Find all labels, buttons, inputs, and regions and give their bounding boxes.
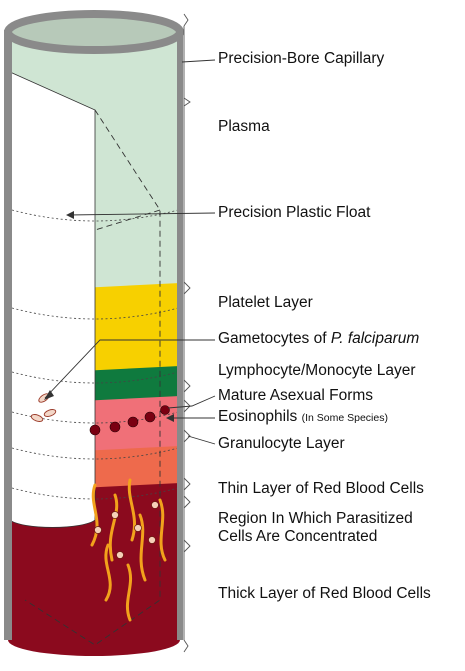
gametocytes <box>30 393 57 422</box>
label-region-line2: Cells Are Concentrated <box>218 528 378 545</box>
eosinophils-text: Eosinophils <box>218 408 298 425</box>
arrowhead-float <box>66 211 74 219</box>
red-cell-layer <box>8 482 180 656</box>
parasitized-cell <box>134 524 142 532</box>
label-granulocyte: Granulocyte Layer <box>218 435 345 452</box>
eosinophil-dot <box>127 416 139 428</box>
gametocytes-prefix: Gametocytes of <box>218 330 331 347</box>
leader-gametocytes <box>44 339 215 399</box>
eosinophil-dot <box>144 411 156 423</box>
label-region-line1: Region In Which Parasitized <box>218 510 413 527</box>
leader-asexual <box>167 395 216 409</box>
label-lymphocyte: Lymphocyte/Monocyte Layer <box>218 362 416 379</box>
tube-top-opening <box>4 10 184 54</box>
label-eosinophils: Eosinophils (In Some Species) <box>218 408 388 427</box>
leader-granulocyte <box>187 435 216 445</box>
leader-capillary <box>181 59 216 63</box>
arrowheads <box>44 211 174 422</box>
label-thin-rbc: Thin Layer of Red Blood Cells <box>218 480 424 497</box>
label-asexual: Mature Asexual Forms <box>218 387 374 404</box>
bracket-line <box>183 13 191 653</box>
eosinophils-note: (In Some Species) <box>301 412 388 424</box>
parasite <box>158 498 167 562</box>
label-float: Precision Plastic Float <box>218 204 371 221</box>
label-platelet: Platelet Layer <box>218 294 313 311</box>
parasitized-cell <box>148 536 156 544</box>
parasite <box>127 478 137 542</box>
parasites <box>90 478 167 622</box>
parasitized-cell <box>94 526 102 534</box>
parasitized-cells <box>94 501 159 559</box>
parasite <box>125 563 133 622</box>
eosinophil-dot <box>109 421 121 433</box>
gametocyte <box>43 409 57 417</box>
eosinophil-dots <box>89 405 170 436</box>
eosinophil-dot <box>89 424 101 436</box>
parasite <box>138 513 147 582</box>
float-outline <box>24 109 161 646</box>
label-thick-rbc: Thick Layer of Red Blood Cells <box>218 585 431 602</box>
parasite <box>90 483 99 547</box>
label-capillary: Precision-Bore Capillary <box>218 50 385 67</box>
gametocytes-species: P. falciparum <box>330 330 420 347</box>
label-gametocytes: Gametocytes of P. falciparum <box>218 330 419 348</box>
parasitized-cell <box>111 511 119 519</box>
gametocyte <box>30 414 44 422</box>
plastic-float <box>9 71 96 528</box>
arrowhead-gametocytes <box>44 390 54 400</box>
parasite <box>108 493 119 562</box>
leader-lines <box>44 59 216 445</box>
parasitized-cell <box>151 501 159 509</box>
label-plasma: Plasma <box>218 118 270 135</box>
arrowhead-eosinophils <box>166 414 174 422</box>
leader-float <box>67 212 216 216</box>
eosinophil-dot <box>160 405 170 415</box>
parasite <box>104 543 112 602</box>
parasitized-cell <box>116 551 124 559</box>
